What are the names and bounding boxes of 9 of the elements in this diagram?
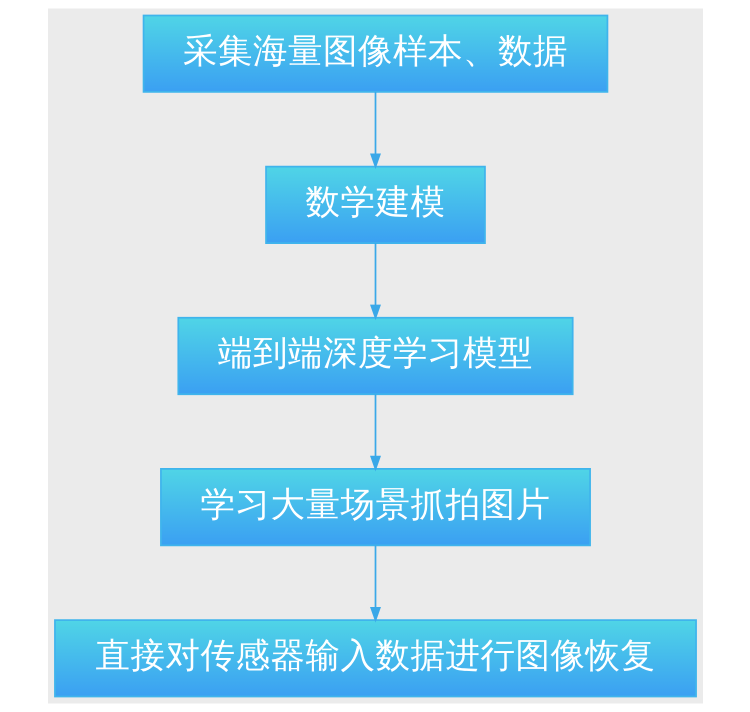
node-box: 采集海量图像样本、数据 <box>142 14 608 93</box>
arrow <box>370 243 380 320</box>
node-box: 数学建模 <box>264 166 486 244</box>
node-box: 学习大量场景抓拍图片 <box>160 468 590 546</box>
node-box: 端到端深度学习模型 <box>176 316 574 396</box>
arrow <box>370 545 380 623</box>
arrow <box>370 92 380 170</box>
arrow <box>370 394 380 472</box>
node-box: 直接对传感器输入数据进行图像恢复 <box>54 619 696 698</box>
